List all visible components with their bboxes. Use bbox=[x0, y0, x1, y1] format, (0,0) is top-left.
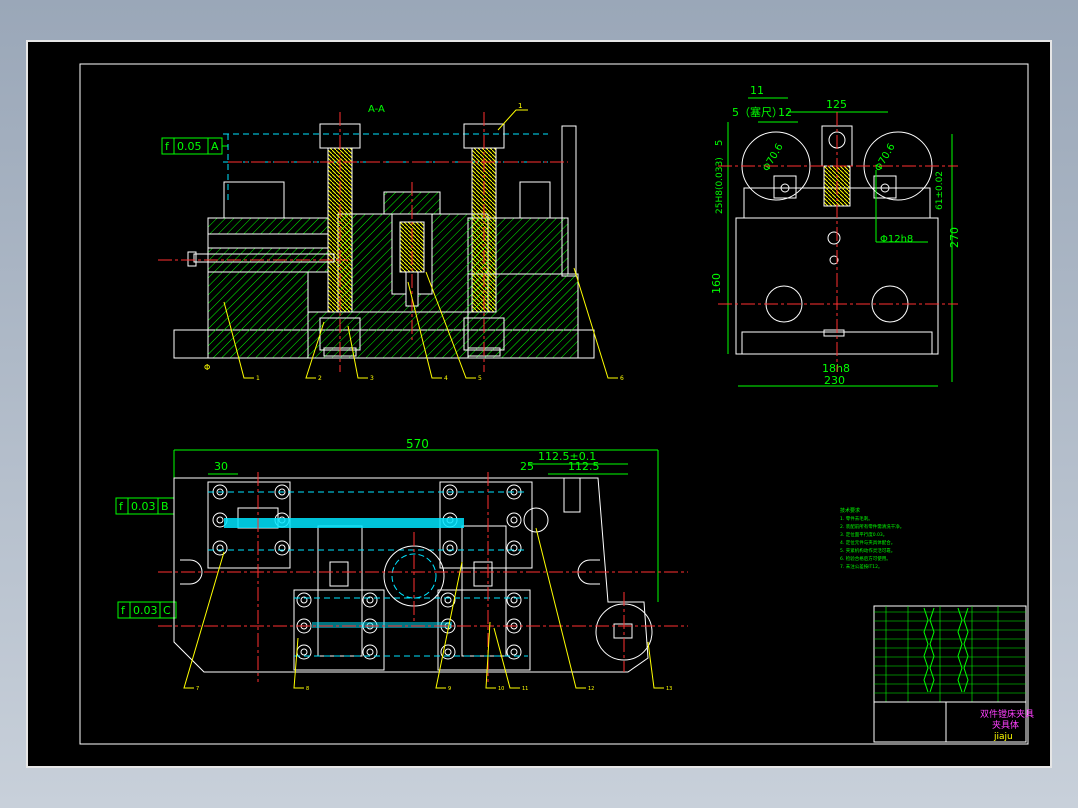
dia-right: Φ70.6 bbox=[873, 142, 898, 174]
section-label: A-A bbox=[368, 104, 385, 115]
plan-leader-label: 10 bbox=[498, 686, 504, 692]
dim-112-tol: 112.5±0.1 bbox=[538, 450, 596, 463]
tolerance-frame-a[interactable]: f 0.05 A bbox=[161, 137, 228, 155]
cad-viewport[interactable]: A-A f 0.05 A bbox=[26, 40, 1052, 768]
tolerance-datum: A bbox=[211, 140, 219, 153]
bolt-head bbox=[362, 644, 378, 660]
note-line: 2. 装配前所有零件需清洗干净。 bbox=[840, 523, 904, 530]
front-leader-label: 3 bbox=[370, 375, 374, 382]
plan-leader-label: 11 bbox=[522, 686, 528, 692]
bolt-head bbox=[506, 644, 522, 660]
dim-right-small: 61±0.02 bbox=[935, 171, 945, 210]
side-view[interactable]: 11 5（塞尺） 12 125 Φ70.6 Φ70.6 5 25H8(0.033… bbox=[710, 84, 961, 387]
front-leader-label: 6 bbox=[620, 375, 624, 382]
bolt-head bbox=[440, 644, 456, 660]
bolt-head bbox=[362, 592, 378, 608]
tolerance-frame-c[interactable]: f 0.03 C bbox=[117, 601, 177, 619]
plan-leader-label: 7 bbox=[196, 686, 199, 692]
drawing-frame bbox=[79, 63, 1029, 745]
note-line: 1. 零件去毛刺。 bbox=[840, 515, 873, 522]
plan-leader-label: 13 bbox=[666, 686, 672, 692]
tolerance-value: 0.05 bbox=[177, 140, 202, 153]
front-leader-label: 4 bbox=[444, 375, 448, 382]
tol-b-symbol: f bbox=[119, 500, 124, 513]
dim-125: 125 bbox=[826, 98, 847, 111]
technical-notes: 技术要求 1. 零件去毛刺。2. 装配前所有零件需清洗干净。3. 定位面平行度0… bbox=[840, 507, 904, 570]
dim-160: 160 bbox=[710, 273, 723, 294]
front-leader-labels: 1 2 3 4 5 6 bbox=[256, 375, 624, 382]
bolt-head bbox=[296, 592, 312, 608]
dim-5: 5 bbox=[714, 140, 725, 146]
bolt-head bbox=[440, 592, 456, 608]
tol-b-value: 0.03 bbox=[131, 500, 156, 513]
plan-view[interactable]: 570 30 112.5±0.1 112.5 25 f 0.03 B f 0.0… bbox=[115, 437, 688, 692]
note-line: 7. 未注公差按IT12。 bbox=[840, 563, 883, 570]
front-section-view[interactable]: A-A f 0.05 A bbox=[158, 102, 624, 382]
title-block[interactable]: 双件镗床夹具 夹具体 jiaju bbox=[873, 605, 1034, 743]
bolt-head bbox=[212, 540, 228, 556]
title-name-2: 夹具体 bbox=[992, 719, 1019, 731]
dim-25: 25 bbox=[520, 460, 534, 473]
dim-18: 18h8 bbox=[822, 362, 850, 375]
tol-b-datum: B bbox=[161, 500, 169, 513]
dim-270: 270 bbox=[948, 227, 961, 248]
plan-leader-label: 12 bbox=[588, 686, 594, 692]
tol-c-symbol: f bbox=[121, 604, 126, 617]
plan-leader-labels: 7 8 9 10 11 12 13 bbox=[196, 686, 672, 692]
tolerance-symbol: f bbox=[165, 140, 170, 153]
title-code: jiaju bbox=[993, 732, 1013, 742]
dim-230: 230 bbox=[824, 374, 845, 387]
bolt-head bbox=[506, 540, 522, 556]
bolt-head bbox=[506, 512, 522, 528]
bolt-head bbox=[506, 592, 522, 608]
note-line: 3. 定位面平行度0.03。 bbox=[840, 531, 887, 538]
note-line: 6. 检验合格后方可使用。 bbox=[840, 555, 891, 562]
plan-leader-label: 9 bbox=[448, 686, 451, 692]
bolt-head bbox=[442, 540, 458, 556]
front-leader-label: 5 bbox=[478, 375, 482, 382]
notes-title: 技术要求 bbox=[840, 507, 860, 514]
title-name-1: 双件镗床夹具 bbox=[980, 708, 1034, 720]
dim-5-feeler: 5（塞尺） bbox=[732, 105, 783, 119]
drawing-canvas: A-A f 0.05 A bbox=[79, 63, 1034, 745]
dim-left-vertical: 25H8(0.033) bbox=[715, 157, 725, 214]
dim-30: 30 bbox=[214, 460, 228, 473]
tolerance-frame-b[interactable]: f 0.03 B bbox=[115, 497, 175, 515]
bolt-head bbox=[296, 644, 312, 660]
front-note: Φ bbox=[204, 363, 210, 372]
tol-c-value: 0.03 bbox=[133, 604, 158, 617]
tol-c-datum: C bbox=[163, 604, 171, 617]
note-line: 4. 定位元件与夹具体配合。 bbox=[840, 539, 895, 546]
note-line: 5. 夹紧机构动作灵活可靠。 bbox=[840, 547, 895, 554]
plan-leader-label: 8 bbox=[306, 686, 309, 692]
front-leader-label: 2 bbox=[318, 375, 322, 382]
front-leader-label: 1 bbox=[256, 375, 260, 382]
leader-top-label: 1 bbox=[518, 102, 522, 110]
dim-112: 112.5 bbox=[568, 460, 600, 473]
dia-left: Φ70.6 bbox=[761, 142, 786, 174]
dim-12: 12 bbox=[778, 106, 792, 119]
bolt-head bbox=[274, 540, 290, 556]
dim-570: 570 bbox=[406, 437, 429, 451]
dim-11: 11 bbox=[750, 84, 764, 97]
bore-dim: Φ12h8 bbox=[880, 234, 913, 245]
